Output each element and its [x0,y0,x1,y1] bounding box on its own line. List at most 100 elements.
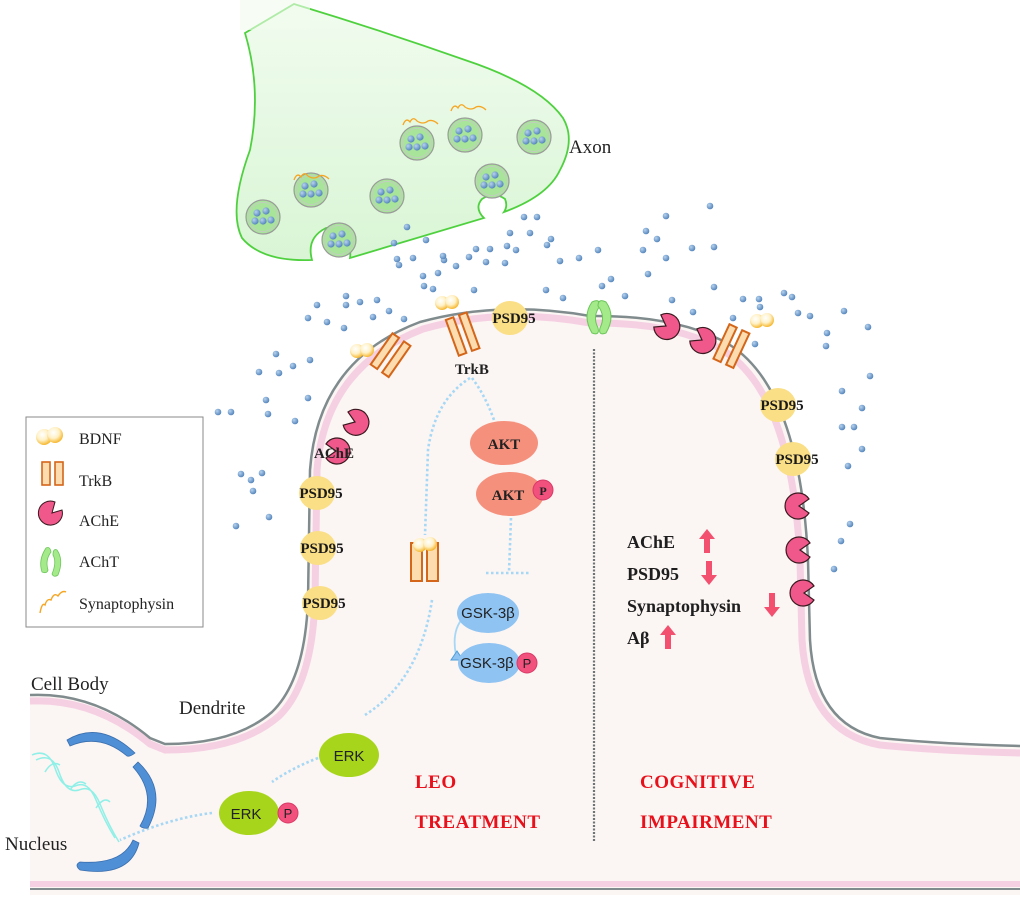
neurotransmitter-dot [272,350,280,358]
arrow-up-icon [660,625,676,649]
neurotransmitter-dot [506,229,514,237]
status-change-item: AChE [627,529,715,553]
neurotransmitter-dot [607,275,615,283]
neurotransmitter-dot [512,246,520,254]
internalized-to-erk-line [364,599,434,717]
vesicle [474,163,510,199]
legend-label-ache: AChE [79,513,119,530]
axon-label: Axon [569,137,612,158]
psd95-protein: PSD95 [302,586,346,620]
acht-icon [40,547,62,577]
trkb-receptor [369,331,412,379]
akt-label: AKT [488,437,521,453]
psd95-protein: PSD95 [775,442,819,476]
neurotransmitter-dot [621,292,629,300]
cell-body-label: Cell Body [31,674,109,695]
svg-text:P: P [523,656,532,671]
neurotransmitter-dot [262,396,270,404]
neurotransmitter-dot [837,537,845,545]
psd95-label: PSD95 [300,541,343,557]
svg-text:P: P [284,806,293,821]
trkb-receptor [444,311,481,357]
nuclear-envelope-segment [66,732,136,757]
neurotransmitter-dot [688,244,696,252]
neurotransmitter-dot [340,324,348,332]
neurotransmitter-dot [470,286,478,294]
left-panel-title-line2: TREATMENT [415,812,541,833]
neurotransmitter-dot [830,565,838,573]
gsk-node: GSK-3β [457,593,519,633]
neurotransmitter-dot [472,245,480,253]
neurotransmitter-dot [823,329,831,337]
trkb-to-akt-line [470,377,496,421]
status-label: PSD95 [627,564,679,584]
neurotransmitter-dot [526,229,534,237]
neurotransmitter-dot [249,487,257,495]
neurotransmitter-dot [342,292,350,300]
neurotransmitter-dot [642,227,650,235]
ache-label: AChE [314,446,354,462]
neurotransmitter-dot [598,282,606,290]
neurotransmitter-dot [543,241,551,249]
ache-protein [689,326,717,355]
synaptophysin-icon [293,173,330,181]
neurotransmitter-dot [864,323,872,331]
axon-fade [240,0,310,30]
legend-label-synaptophysin: Synaptophysin [79,596,174,613]
neurotransmitter-dot [482,258,490,266]
erk-label: ERK [334,748,365,765]
gsk-label: GSK-3β [461,605,515,622]
neurotransmitter-dot [639,246,647,254]
neurotransmitter-dot [594,246,602,254]
right-panel-title-line1: COGNITIVE [640,772,755,793]
status-label: Synaptophysin [627,596,741,616]
status-label: AChE [627,532,675,552]
ache-protein [785,536,811,564]
neurotransmitter-dot [419,272,427,280]
akt-node: AKT [470,421,538,465]
neurotransmitter-dot [356,298,364,306]
legend-label-trkb: TrkB [79,473,112,490]
neurotransmitter-dot [247,476,255,484]
neurotransmitter-dot [662,254,670,262]
neurotransmitter-dot [289,362,297,370]
neurotransmitter-dot [706,202,714,210]
status-change-item: PSD95 [627,561,717,585]
legend: BDNF TrkB AChE AChT Synaptophysin [25,416,204,628]
vesicle [245,199,281,235]
neurotransmitter-dot [227,408,235,416]
arrow-up-icon [699,529,715,553]
neurotransmitter-dot [385,307,393,315]
psd95-label: PSD95 [492,311,535,327]
neurotransmitter-dot [858,445,866,453]
neurotransmitter-dot [866,372,874,380]
neurotransmitter-dot [739,295,747,303]
arrow-down-icon [764,593,780,617]
neurotransmitter-dot [844,462,852,470]
neurotransmitter-dot [755,295,763,303]
neurotransmitter-dot [486,245,494,253]
cytoplasm [30,309,1020,895]
neurotransmitter-dot [393,255,401,263]
neurotransmitter-dot [275,369,283,377]
neurotransmitter-dot [452,262,460,270]
synaptophysin-icon [450,104,487,112]
neurotransmitter-dot [265,513,273,521]
status-label: Aβ [627,628,649,648]
synaptophysin-icon [39,590,67,614]
bdnf-molecule [750,313,774,328]
neurotransmitter-dot [689,308,697,316]
erk-p-label: ERK [231,806,262,823]
erk-node: ERK [319,733,379,777]
psd95-protein: PSD95 [760,388,804,422]
neurotransmitter-dot [323,318,331,326]
legend-label-bdnf: BDNF [79,431,122,448]
vesicle [293,172,329,208]
neurotransmitter-dot [756,303,764,311]
neurotransmitter-dot [838,423,846,431]
acht-transporter [586,300,612,335]
phospho-badge [516,652,538,674]
vesicle [516,119,552,155]
